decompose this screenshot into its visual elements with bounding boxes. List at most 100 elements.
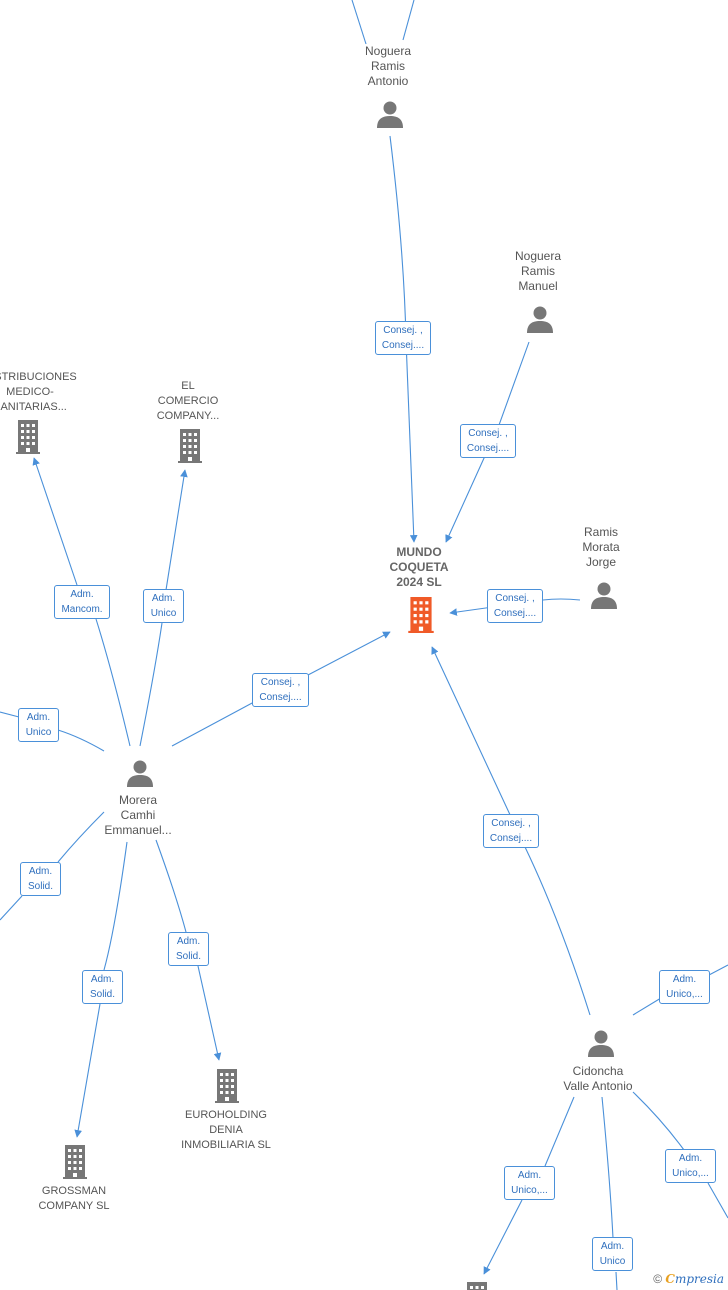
empresia-footer[interactable]: © Cmpresia bbox=[653, 1272, 724, 1286]
node-label-line: Ramis bbox=[370, 59, 405, 73]
edge-label-line: Consej. , bbox=[260, 677, 301, 688]
edge-label-cidoncha-bottom[interactable]: Adm. Unico bbox=[592, 1237, 633, 1271]
person-icon-noguera-manuel[interactable] bbox=[527, 306, 553, 334]
edge-label-morera-distribuciones[interactable]: Adm. Mancom. bbox=[54, 585, 110, 619]
edge-label-line: Consej.... bbox=[493, 608, 537, 619]
building-icon-grossman[interactable] bbox=[63, 1145, 87, 1179]
edge-label-line: Adm. bbox=[672, 974, 697, 985]
node-label-noguera-manuel[interactable]: Noguera Ramis Manuel bbox=[483, 249, 593, 294]
person-icon-ramis-jorge[interactable] bbox=[591, 582, 617, 610]
building-icon-bottom-company[interactable] bbox=[465, 1282, 489, 1290]
node-label-line: Ramis bbox=[583, 525, 618, 539]
edge-label-morera-left-unico[interactable]: Adm. Unico bbox=[18, 708, 59, 742]
building-icon-el-comercio[interactable] bbox=[178, 429, 202, 463]
edge-label-noguera-manuel[interactable]: Consej. , Consej.... bbox=[460, 424, 516, 458]
edge-line-morera-left-unico bbox=[0, 711, 105, 752]
edge-line-morera-el-comercio bbox=[139, 470, 185, 747]
edge-label-morera-el-comercio[interactable]: Adm. Unico bbox=[143, 589, 184, 623]
edge-label-cidoncha-mundo[interactable]: Consej. , Consej.... bbox=[483, 814, 539, 848]
edge-label-line: Adm. bbox=[176, 936, 201, 947]
edge-label-line: Adm. bbox=[70, 589, 94, 600]
edge-label-morera-mundo[interactable]: Consej. , Consej.... bbox=[252, 673, 309, 707]
building-icon-mundo-coqueta[interactable] bbox=[408, 597, 434, 633]
edge-label-line: Unico,... bbox=[511, 1185, 548, 1196]
edge-label-noguera-antonio[interactable]: Consej. , Consej.... bbox=[375, 321, 431, 355]
node-label-noguera-antonio[interactable]: Noguera Ramis Antonio bbox=[333, 44, 443, 89]
edge-label-cidoncha-bottom-company[interactable]: Adm. Unico,... bbox=[504, 1166, 555, 1200]
node-label-line: COQUETA bbox=[389, 560, 449, 574]
building-icon-distribuciones[interactable] bbox=[16, 420, 40, 454]
node-label-line: COMPANY... bbox=[156, 410, 220, 422]
node-label-line: EL bbox=[181, 380, 195, 392]
edge-line-cidoncha-right-bottom bbox=[632, 1091, 728, 1219]
edge-label-line: Adm. bbox=[28, 866, 53, 877]
node-label-line: Valle Antonio bbox=[563, 1079, 633, 1093]
edge-line-top-stub-right bbox=[402, 0, 415, 41]
node-label-line: Emmanuel... bbox=[104, 823, 172, 837]
edge-label-morera-euroholding[interactable]: Adm. Solid. bbox=[168, 932, 209, 966]
node-label-morera[interactable]: Morera Camhi Emmanuel... bbox=[83, 793, 193, 838]
edge-label-line: Adm. bbox=[517, 1170, 542, 1181]
edge-label-line: Unico bbox=[150, 608, 177, 619]
edge-label-line: Consej.... bbox=[489, 833, 533, 844]
edge-line-ramis-jorge-mundo bbox=[449, 598, 581, 616]
edge-label-cidoncha-right-bottom[interactable]: Adm. Unico,... bbox=[665, 1149, 716, 1183]
node-label-line: Ramis bbox=[520, 264, 555, 278]
edge-label-morera-left-solid[interactable]: Adm. Solid. bbox=[20, 862, 61, 896]
building-icon-euroholding[interactable] bbox=[215, 1069, 239, 1103]
node-label-line: Morera bbox=[118, 793, 157, 807]
node-label-line: DISTRIBUCIONES bbox=[0, 371, 77, 383]
edge-label-line: Adm. bbox=[600, 1241, 625, 1252]
edge-label-ramis-jorge[interactable]: Consej. , Consej.... bbox=[487, 589, 543, 623]
node-label-line: DENIA bbox=[209, 1124, 243, 1136]
edge-label-line: Consej.... bbox=[381, 340, 425, 351]
node-label-line: Antonio bbox=[367, 74, 409, 88]
edge-line-cidoncha-bottom-company bbox=[484, 1096, 575, 1274]
node-label-distribuciones[interactable]: DISTRIBUCIONES MEDICO- SANITARIAS... bbox=[0, 370, 85, 415]
node-label-line: Noguera bbox=[514, 249, 562, 263]
edge-label-line: Mancom. bbox=[61, 604, 103, 615]
node-label-line: MUNDO bbox=[396, 545, 442, 559]
copyright-symbol: © bbox=[653, 1272, 663, 1286]
node-label-line: Jorge bbox=[585, 555, 617, 569]
node-label-line: Morata bbox=[582, 540, 620, 554]
edge-label-line: Unico,... bbox=[666, 989, 703, 1000]
node-label-line: Camhi bbox=[120, 808, 156, 822]
node-label-line: MEDICO- bbox=[6, 386, 54, 398]
edge-line-morera-grossman bbox=[77, 841, 128, 1137]
node-label-el-comercio[interactable]: EL COMERCIO COMPANY... bbox=[133, 379, 243, 424]
edge-label-line: Adm. bbox=[151, 593, 176, 604]
node-label-mundo-coqueta[interactable]: MUNDO COQUETA 2024 SL bbox=[364, 545, 474, 590]
node-label-line: INMOBILIARIA SL bbox=[181, 1139, 271, 1151]
node-label-line: GROSSMAN bbox=[41, 1185, 107, 1197]
logo-text: mpresia bbox=[674, 1272, 724, 1286]
node-label-cidoncha[interactable]: Cidoncha Valle Antonio bbox=[543, 1064, 653, 1094]
edge-line-top-stub-left bbox=[351, 0, 367, 45]
edge-label-line: Unico bbox=[599, 1256, 626, 1267]
node-label-line: EUROHOLDING bbox=[185, 1109, 267, 1121]
person-icon-cidoncha[interactable] bbox=[588, 1030, 614, 1058]
node-label-line: SANITARIAS... bbox=[0, 401, 67, 413]
edge-label-line: Consej. , bbox=[468, 428, 508, 439]
edge-label-morera-grossman[interactable]: Adm. Solid. bbox=[82, 970, 123, 1004]
edge-line-morera-distribuciones bbox=[34, 458, 131, 747]
logo-initial: C bbox=[665, 1272, 675, 1286]
person-icon-morera[interactable] bbox=[127, 760, 153, 788]
person-icon-noguera-antonio[interactable] bbox=[377, 101, 403, 129]
edge-label-cidoncha-right-top[interactable]: Adm. Unico,... bbox=[659, 970, 710, 1004]
edge-label-line: Solid. bbox=[89, 989, 115, 1000]
node-label-line: COMPANY SL bbox=[38, 1200, 110, 1212]
edge-line-morera-euroholding bbox=[155, 839, 219, 1060]
node-label-line: Cidoncha bbox=[572, 1064, 624, 1078]
node-label-line: COMERCIO bbox=[157, 395, 219, 407]
edge-label-line: Adm. bbox=[90, 974, 115, 985]
node-label-ramis-jorge[interactable]: Ramis Morata Jorge bbox=[546, 525, 656, 570]
edge-line-morera-mundo bbox=[171, 632, 390, 747]
node-label-grossman[interactable]: GROSSMAN COMPANY SL bbox=[19, 1184, 129, 1214]
edge-label-line: Consej. , bbox=[495, 593, 535, 604]
edge-label-line: Consej.... bbox=[259, 692, 302, 703]
edge-label-line: Consej.... bbox=[466, 443, 510, 454]
node-label-euroholding[interactable]: EUROHOLDING DENIA INMOBILIARIA SL bbox=[171, 1108, 281, 1153]
